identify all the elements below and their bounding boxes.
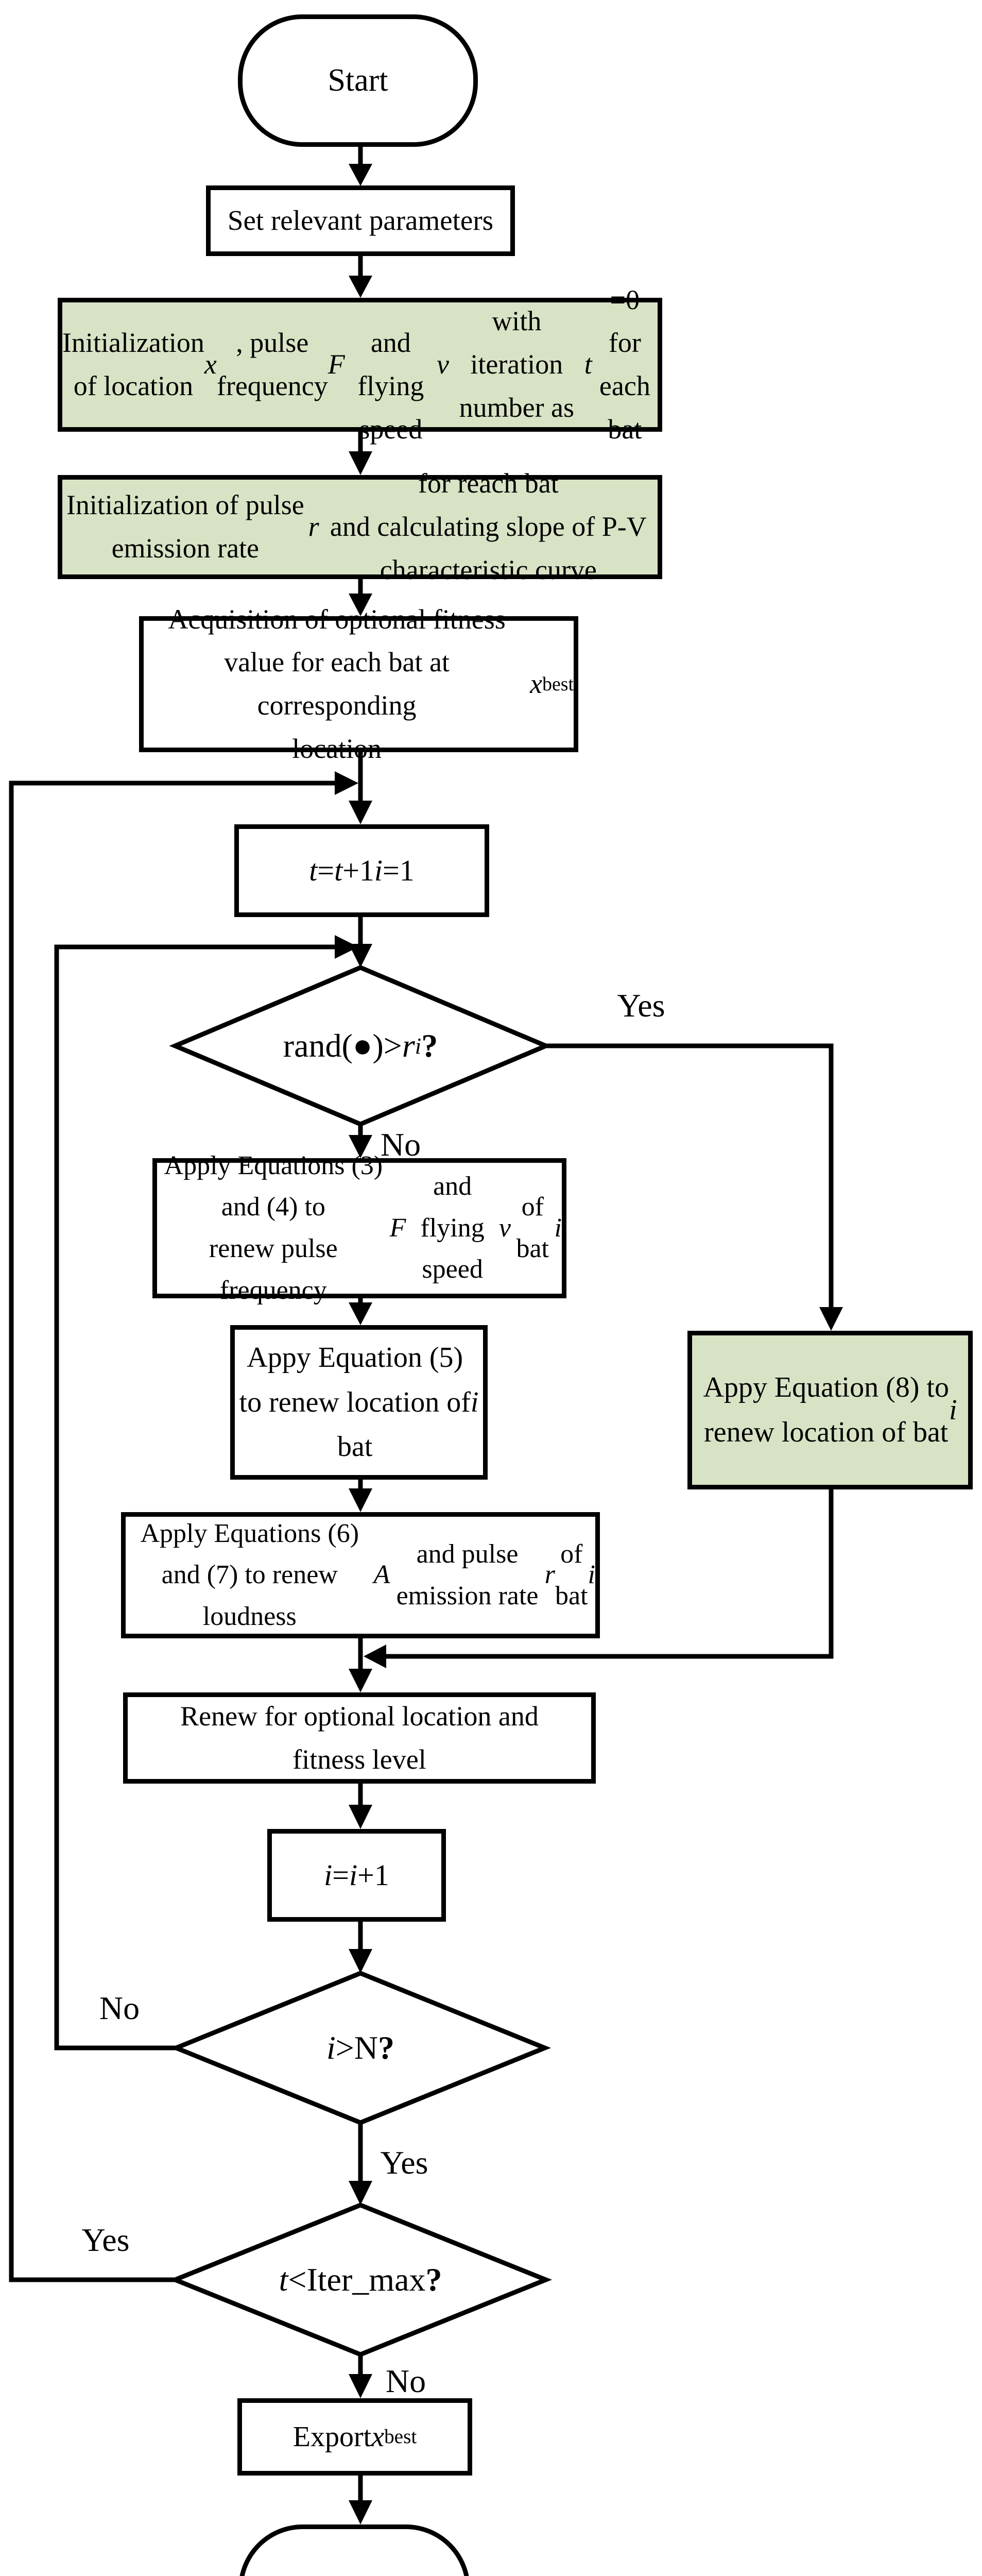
set-parameters-process: Set relevant parameters — [206, 185, 515, 256]
decision-t-diamond — [168, 2202, 553, 2357]
decision-rand-diamond — [169, 965, 552, 1127]
edge-start-to-params — [349, 147, 372, 186]
edge-inner-loop-return — [54, 935, 358, 2050]
init-location-process: Initialization of location x, pulse freq… — [58, 284, 662, 445]
i-yes-label: Yes — [380, 2144, 428, 2181]
edge-eq8-return — [364, 1489, 834, 1668]
edge-outer-loop-return — [9, 771, 358, 2282]
edge-params-to-init-location — [349, 256, 372, 298]
rand-yes-label: Yes — [617, 987, 665, 1024]
edge-rand-yes-branch — [546, 1043, 843, 1331]
edge-acquisition-to-increment-t — [349, 752, 372, 824]
edge-init-pulse-to-acquisition — [349, 579, 372, 616]
edge-init-location-to-init-pulse — [349, 432, 372, 475]
edge-decision-i-yes-to-decision-t — [349, 2123, 372, 2205]
increment-i-process: i=i+1 — [267, 1829, 446, 1922]
t-no-label: No — [385, 2363, 426, 2399]
edge-eq5-to-eq67 — [349, 1480, 372, 1512]
decision-i-label: i >N ? — [326, 2029, 395, 2066]
rand-no-label: No — [380, 1126, 421, 1163]
edge-decision-t-no-to-export — [349, 2354, 372, 2398]
end-terminator: End — [238, 2524, 470, 2576]
edge-increment-t-to-decision-rand — [349, 917, 372, 968]
init-pulse-rate-process: Initialization of pulse emission rate r … — [58, 468, 662, 585]
start-terminator: Start — [238, 14, 478, 147]
t-yes-label: Yes — [81, 2222, 130, 2258]
decision-t-label: t <Iter_max ? — [279, 2261, 442, 2298]
edge-eq67-to-renew — [349, 1638, 372, 1692]
edge-eq34-to-eq5 — [349, 1298, 372, 1325]
i-no-label: No — [99, 1990, 140, 2026]
edge-export-to-end — [349, 2476, 372, 2524]
decision-i-diamond — [170, 1971, 551, 2125]
edge-renew-to-increment-i — [349, 1784, 372, 1829]
edge-increment-i-to-decision-i — [349, 1922, 372, 1973]
